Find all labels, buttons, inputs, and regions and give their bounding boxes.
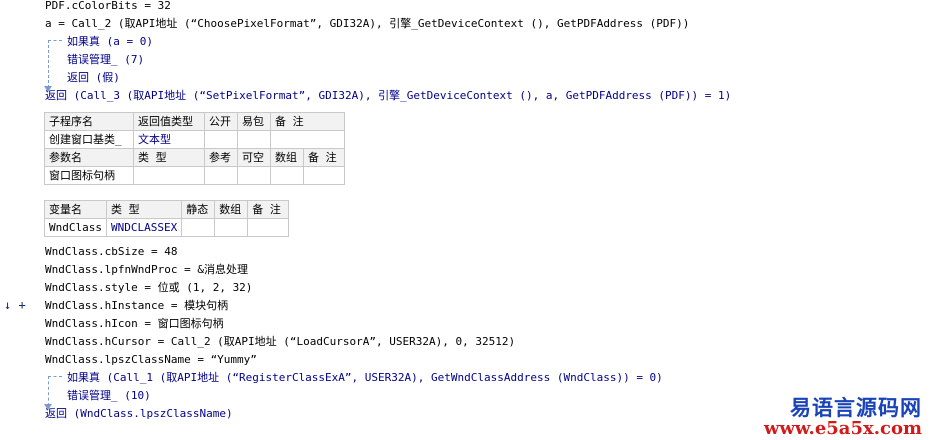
table-cell[interactable]: WndClass [44, 218, 107, 237]
code-line[interactable]: WndClass.hInstance = 模块句柄 [45, 299, 229, 312]
table-row[interactable]: 窗口图标句柄 [44, 166, 345, 185]
code-line-if[interactable]: 如果真 (Call_1 (取API地址 (“RegisterClassExA”,… [67, 371, 663, 384]
table-header: 静态 [181, 200, 216, 219]
table-cell[interactable] [214, 218, 249, 237]
code-line[interactable]: PDF.cColorBits = 32 [45, 0, 171, 12]
table-header: 公开 [204, 112, 238, 131]
code-line[interactable]: 错误管理_ (10) [67, 389, 151, 402]
table-header: 返回值类型 [133, 112, 205, 131]
table-header: 数组 [214, 200, 249, 219]
table-cell[interactable] [204, 166, 238, 185]
table-cell[interactable]: 文本型 [133, 130, 205, 149]
watermark-title: 易语言源码网 [790, 395, 922, 420]
code-line[interactable]: WndClass.hCursor = Call_2 (取API地址 (“Load… [45, 335, 516, 348]
flow-arrow-icon [44, 86, 52, 92]
code-line[interactable]: 错误管理_ (7) [67, 53, 145, 66]
code-line[interactable]: WndClass.lpfnWndProc = &消息处理 [45, 263, 248, 276]
table-header: 变量名 [44, 200, 107, 219]
flow-guide-branch [48, 40, 62, 41]
table-header: 备 注 [303, 148, 345, 167]
breakpoint-marker-icon[interactable]: ↓ + [4, 298, 26, 312]
table-cell[interactable]: 窗口图标句柄 [44, 166, 134, 185]
code-line[interactable]: 返回 (假) [67, 71, 120, 84]
table-cell[interactable] [181, 218, 216, 237]
flow-guide-line [48, 40, 49, 88]
code-line[interactable]: WndClass.hIcon = 窗口图标句柄 [45, 317, 224, 330]
code-line-if[interactable]: 如果真 (a = 0) [67, 35, 153, 48]
table-header: 类 型 [105, 200, 183, 219]
table-cell[interactable] [204, 130, 238, 149]
table-cell[interactable] [303, 166, 345, 185]
table-cell[interactable] [237, 130, 271, 149]
table-header: 易包 [237, 112, 271, 131]
table-header: 备 注 [247, 200, 290, 219]
table-row: 参数名 类 型 参考 可空 数组 备 注 [44, 148, 345, 167]
variable-table: 变量名 类 型 静态 数组 备 注 WndClass WNDCLASSEX [44, 200, 290, 237]
code-line[interactable]: WndClass.cbSize = 48 [45, 245, 178, 258]
table-cell[interactable] [133, 166, 205, 185]
table-cell[interactable]: 创建窗口基类_ [44, 130, 134, 149]
table-cell[interactable] [270, 130, 345, 149]
table-cell[interactable] [237, 166, 271, 185]
flow-guide-branch [48, 376, 62, 377]
code-line-return[interactable]: 返回 (Call_3 (取API地址 (“SetPixelFormat”, GD… [45, 89, 732, 102]
table-header: 备 注 [270, 112, 345, 131]
code-line[interactable]: WndClass.lpszClassName = “Yummy” [45, 353, 257, 366]
table-row[interactable]: 创建窗口基类_ 文本型 [44, 130, 345, 149]
code-line-return[interactable]: 返回 (WndClass.lpszClassName) [45, 407, 233, 420]
subroutine-table: 子程序名 返回值类型 公开 易包 备 注 创建窗口基类_ 文本型 参数名 类 型… [44, 112, 345, 185]
table-header: 参数名 [44, 148, 134, 167]
table-header: 数组 [270, 148, 304, 167]
table-row: 子程序名 返回值类型 公开 易包 备 注 [44, 112, 345, 131]
table-row[interactable]: WndClass WNDCLASSEX [44, 218, 290, 237]
table-header: 可空 [237, 148, 271, 167]
table-cell[interactable] [270, 166, 304, 185]
flow-guide-line [48, 376, 49, 406]
code-line[interactable]: a = Call_2 (取API地址 (“ChoosePixelFormat”,… [45, 17, 690, 30]
table-header: 子程序名 [44, 112, 134, 131]
table-cell[interactable]: WNDCLASSEX [105, 218, 183, 237]
table-cell[interactable] [247, 218, 290, 237]
table-row: 变量名 类 型 静态 数组 备 注 [44, 200, 290, 219]
flow-arrow-icon [44, 404, 52, 410]
watermark-url: www.e5a5x.com [763, 418, 922, 439]
table-header: 类 型 [133, 148, 205, 167]
code-line[interactable]: WndClass.style = 位或 (1, 2, 32) [45, 281, 253, 294]
table-header: 参考 [204, 148, 238, 167]
